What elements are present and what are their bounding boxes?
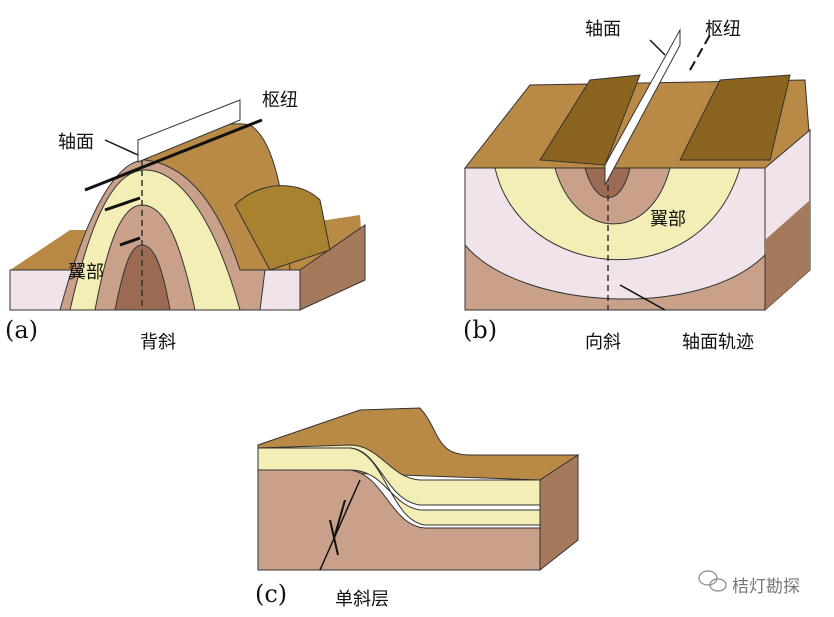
limb-label-b: 翼部 <box>650 209 686 230</box>
caption-a: 背斜 <box>140 332 176 353</box>
caption-c: 单斜层 <box>335 589 389 610</box>
watermark-text: 桔灯勘探 <box>732 577 800 597</box>
axial-plane-label-a: 轴面 <box>58 132 94 153</box>
hinge-label-a: 枢纽 <box>262 90 298 111</box>
axial-plane-label-b: 轴面 <box>585 19 621 40</box>
hinge-label-b: 枢纽 <box>705 19 741 40</box>
panel-letter-b: (b) <box>463 316 498 344</box>
axial-trace-label: 轴面轨迹 <box>682 332 754 353</box>
syncline-block <box>463 28 811 312</box>
wechat-icon <box>698 570 727 592</box>
anticline-block <box>9 99 366 311</box>
limb-label-a: 翼部 <box>68 262 104 283</box>
panel-letter-c: (c) <box>255 580 288 608</box>
panel-letter-a: (a) <box>5 316 39 344</box>
caption-b: 向斜 <box>585 332 621 353</box>
monocline-block <box>257 407 580 572</box>
